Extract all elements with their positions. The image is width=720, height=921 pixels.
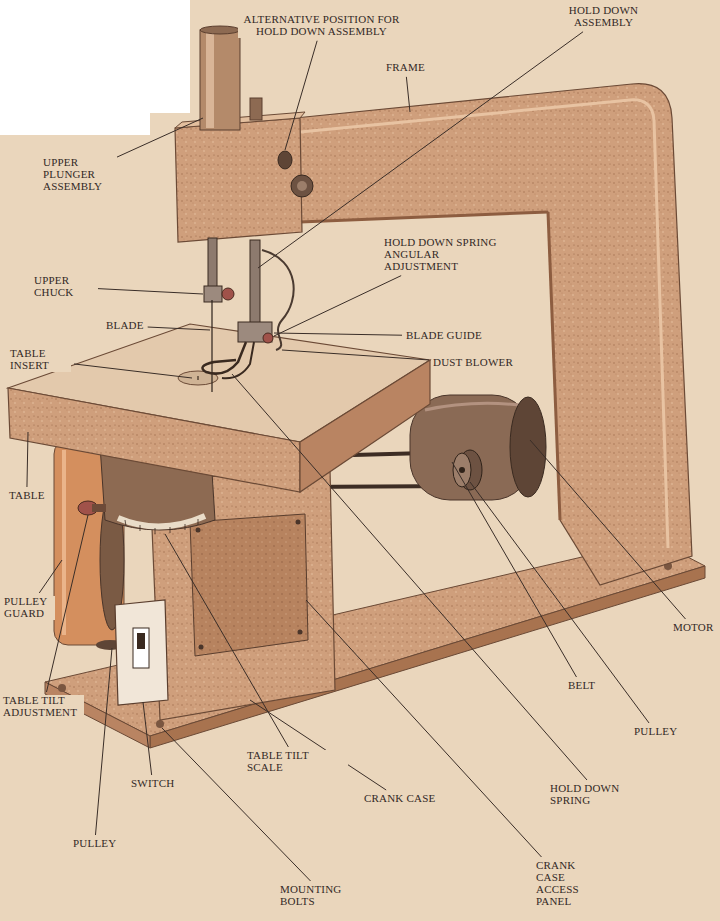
part-label: PULLEY <box>72 838 117 850</box>
leader-line <box>143 702 152 775</box>
part-label: HOLD DOWN SPRING ANGULAR ADJUSTMENT <box>383 237 507 273</box>
part-label: BLADE GUIDE <box>405 330 483 342</box>
plunger-cap <box>200 26 240 34</box>
part-label: SWITCH <box>130 778 175 790</box>
upper-plunger <box>208 238 217 288</box>
motor-pulley <box>453 453 471 487</box>
panel-screw <box>298 630 303 635</box>
part-label: BLADE <box>105 320 145 332</box>
leader-line <box>148 327 210 330</box>
leader-line <box>250 700 386 790</box>
part-label: MOUNTING BOLTS <box>279 884 371 908</box>
part-label: MOTOR <box>672 622 715 634</box>
panel-screw <box>196 528 201 533</box>
table-side <box>300 360 430 492</box>
leader-line <box>232 374 587 780</box>
part-label: HOLD DOWN SPRING <box>549 783 651 807</box>
leader-line <box>285 41 317 150</box>
leader-line <box>274 276 401 336</box>
mounting-bolt <box>58 684 66 692</box>
frame-knob <box>291 175 313 197</box>
plunger-highlight <box>206 32 214 128</box>
leader-line <box>165 534 288 747</box>
part-label: CRANK CASE ACCESS PANEL <box>535 860 597 908</box>
part-label: TABLE TILT ADJUSTMENT <box>2 695 84 719</box>
part-label: UPPER PLUNGER ASSEMBLY <box>42 157 114 193</box>
leader-line <box>306 600 541 857</box>
plunger-knob <box>250 98 262 120</box>
motor-highlight <box>425 403 520 410</box>
frame-shadow <box>548 212 560 520</box>
part-label: BELT <box>567 680 596 692</box>
chuck-knob <box>222 288 234 300</box>
leader-line <box>470 482 649 723</box>
alt-hole <box>278 151 292 169</box>
motor-shaft <box>459 467 465 473</box>
hold-down-spring <box>222 342 254 378</box>
part-label: FRAME <box>385 62 426 74</box>
motor-end <box>510 397 546 497</box>
head <box>175 118 302 242</box>
leader-line <box>117 118 203 157</box>
upper-chuck <box>204 286 222 302</box>
switch-toggle <box>133 628 149 668</box>
guard-highlight <box>62 450 66 635</box>
mounting-bolt <box>156 720 164 728</box>
part-label: PULLEY GUARD <box>3 596 55 620</box>
leader-line <box>258 32 583 268</box>
part-label: DUST BLOWER <box>432 357 514 369</box>
plunger-tube <box>200 30 240 130</box>
part-label: TABLE <box>8 490 46 502</box>
blade-guide <box>238 322 272 342</box>
frame-highlight <box>300 100 668 548</box>
part-label: TABLE INSERT <box>9 348 71 372</box>
blade <box>211 300 212 392</box>
part-label: TABLE TILT SCALE <box>246 750 348 774</box>
leader-line <box>95 648 112 835</box>
dust-blower-tube <box>262 250 294 350</box>
access-panel <box>190 514 308 656</box>
leader-line <box>406 77 410 112</box>
leader-line <box>98 289 203 294</box>
switch-toggle <box>137 633 145 649</box>
part-label: UPPER CHUCK <box>33 275 95 299</box>
panel-screw <box>296 520 301 525</box>
tilt-knob <box>92 504 106 512</box>
panel-screw <box>199 645 204 650</box>
paper-crop <box>0 0 190 135</box>
leader-line <box>282 350 429 360</box>
leader-line <box>74 364 192 378</box>
part-label: PULLEY <box>633 726 678 738</box>
scale-ticks <box>125 519 198 534</box>
spring-adjust <box>263 333 273 343</box>
blade-slot <box>197 376 198 380</box>
part-label: HOLD DOWN ASSEMBLY <box>560 5 647 29</box>
frame-shadow <box>300 212 548 222</box>
leader-line <box>274 333 402 335</box>
leader-line <box>452 462 576 677</box>
tilt-scale <box>118 516 205 527</box>
switch-plate <box>115 600 168 705</box>
hold-down-spring <box>202 342 246 374</box>
frame-knob <box>297 181 307 191</box>
leader-line <box>39 560 62 593</box>
table-front <box>8 388 300 492</box>
part-label: CRANK CASE <box>363 793 436 805</box>
part-label: ALTERNATIVE POSITION FOR HOLD DOWN ASSEM… <box>238 14 405 38</box>
leader-line <box>27 432 28 487</box>
hold-down-rod <box>250 240 260 326</box>
leader-line <box>530 440 686 619</box>
